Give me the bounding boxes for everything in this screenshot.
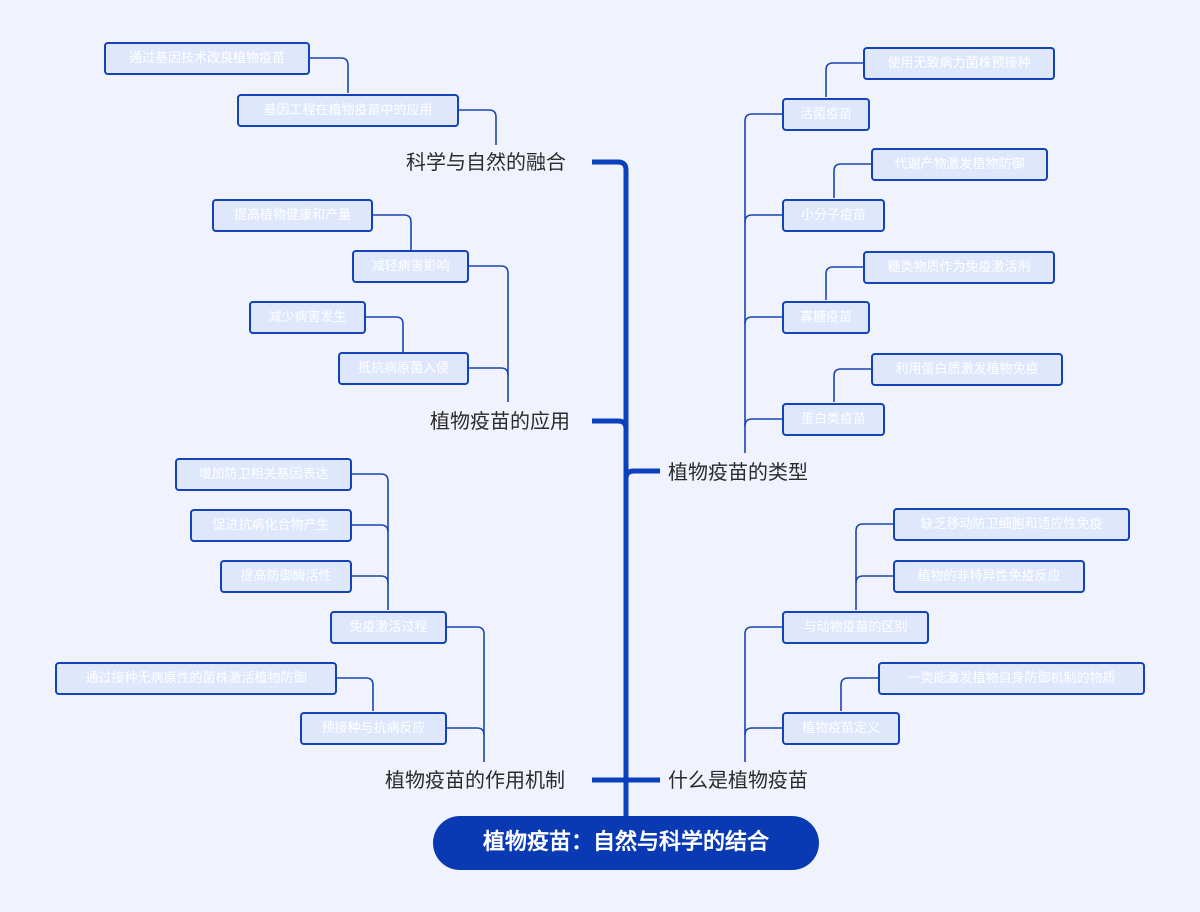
node-preinoculation[interactable]: 预接种与抗病反应 (300, 712, 447, 745)
node-definition-detail[interactable]: 一类能激发植物自身防御机制的物质 (878, 662, 1145, 695)
node-protein-immunity[interactable]: 利用蛋白质激发植物免疫 (871, 353, 1063, 386)
node-immune-activation[interactable]: 免疫激活过程 (330, 611, 447, 644)
node-protein-vaccine[interactable]: 蛋白类疫苗 (782, 403, 885, 436)
node-nonpathogenic-strain[interactable]: 通过接种无病原性的菌株激活植物防御 (55, 662, 337, 695)
node-live-bacteria-vaccine[interactable]: 活菌疫苗 (782, 98, 870, 131)
node-defense-gene-expression[interactable]: 增加防卫相关基因表达 (175, 458, 352, 491)
branch-what-is[interactable]: 什么是植物疫苗 (668, 768, 808, 792)
node-reduce-disease-occurrence[interactable]: 减少病害发生 (249, 301, 366, 334)
node-genetic-engineering[interactable]: 基因工程在植物疫苗中的应用 (237, 94, 459, 127)
branch-mechanism[interactable]: 植物疫苗的作用机制 (385, 768, 565, 792)
node-no-mobile-cells[interactable]: 缺乏移动防卫细胞和适应性免疫 (893, 508, 1130, 541)
branch-applications[interactable]: 植物疫苗的应用 (430, 409, 570, 433)
node-animal-vaccine-difference[interactable]: 与动物疫苗的区别 (782, 611, 929, 644)
node-gene-tech-improve[interactable]: 通过基因技术改良植物疫苗 (104, 42, 310, 75)
node-sugar-activator[interactable]: 糖类物质作为免疫激活剂 (863, 251, 1055, 284)
branch-types[interactable]: 植物疫苗的类型 (668, 460, 808, 484)
node-improve-health-yield[interactable]: 提高植物健康和产量 (212, 199, 373, 232)
node-metabolite-defense[interactable]: 代谢产物激发植物防御 (871, 148, 1048, 181)
node-avirulent-strain[interactable]: 使用无致病力菌株预接种 (863, 47, 1055, 80)
node-antidisease-compounds[interactable]: 促进抗病化合物产生 (190, 509, 352, 542)
node-nonspecific-immunity[interactable]: 植物的非特异性免疫反应 (893, 560, 1085, 593)
node-reduce-disease-impact[interactable]: 减轻病害影响 (352, 250, 469, 283)
node-resist-pathogen[interactable]: 抵抗病原菌入侵 (338, 352, 469, 385)
node-oligosaccharide-vaccine[interactable]: 寡糖疫苗 (782, 301, 870, 334)
root-topic[interactable]: 植物疫苗：自然与科学的结合 (433, 816, 819, 870)
node-small-molecule-vaccine[interactable]: 小分子疫苗 (782, 199, 885, 232)
node-definition[interactable]: 植物疫苗定义 (782, 712, 900, 745)
branch-science-nature[interactable]: 科学与自然的融合 (406, 150, 566, 174)
node-defense-enzyme[interactable]: 提高防御酶活性 (220, 560, 352, 593)
